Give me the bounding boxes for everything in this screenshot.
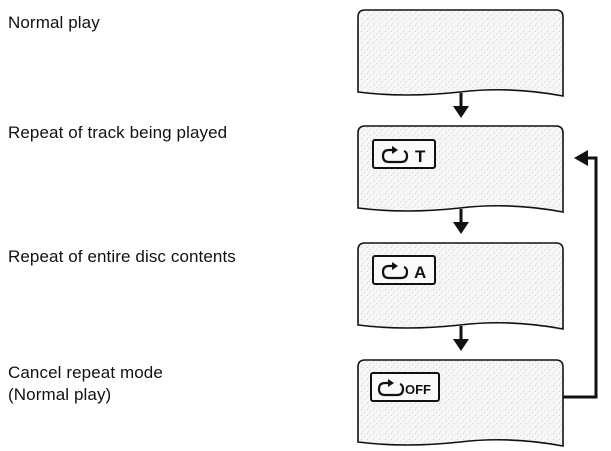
repeat-icon [377, 381, 405, 397]
arrow-down-icon [453, 326, 469, 351]
display-panel-normal [357, 9, 564, 97]
repeat-badge-track: T [372, 139, 436, 169]
display-panel-repeat-track: T [357, 125, 564, 213]
display-panel-repeat-all: A [357, 242, 564, 330]
repeat-icon [381, 264, 409, 280]
step-label-cancel-repeat-note: (Normal play) [8, 385, 112, 404]
arrow-down-icon [453, 209, 469, 234]
repeat-icon [381, 148, 409, 164]
return-loop-arrow [563, 150, 598, 399]
step-label-cancel-repeat: Cancel repeat mode [8, 363, 163, 382]
repeat-badge-all: A [372, 255, 436, 285]
badge-text-track: T [415, 147, 426, 166]
step-label-repeat-track: Repeat of track being played [8, 123, 228, 142]
repeat-badge-off: OFF [370, 372, 440, 402]
step-label-normal-play: Normal play [8, 13, 100, 32]
display-panel-repeat-off: OFF [357, 359, 564, 447]
arrow-down-icon [453, 93, 469, 118]
step-label-repeat-all: Repeat of entire disc contents [8, 247, 236, 266]
badge-text-all: A [414, 263, 426, 282]
badge-text-off: OFF [405, 382, 431, 397]
